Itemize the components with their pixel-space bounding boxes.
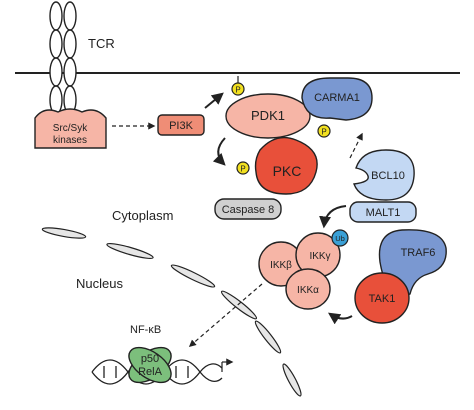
carma1-phospho-label: P bbox=[321, 128, 326, 137]
pdk1-shape bbox=[225, 93, 311, 139]
ikk-complex: IKKβ IKKγ IKKα Ub bbox=[258, 229, 349, 310]
tak1-shape bbox=[354, 272, 410, 324]
src-syk-label-line1: Src/Syk bbox=[53, 123, 88, 134]
tcr-receptor bbox=[49, 1, 77, 115]
pkc-shape bbox=[254, 136, 318, 195]
p50-label: p50 bbox=[141, 353, 159, 365]
tak1-label: TAK1 bbox=[369, 293, 396, 305]
caspase8-label: Caspase 8 bbox=[222, 204, 275, 216]
arrow-malt1-to-ikk bbox=[319, 205, 347, 229]
arrow-bcl10-to-carma1 bbox=[349, 132, 363, 159]
pkc-label: PKC bbox=[273, 163, 302, 179]
pdk1-label: PDK1 bbox=[251, 108, 285, 123]
src-syk-label-line2: kinases bbox=[53, 135, 87, 146]
bcl10-shape bbox=[353, 149, 415, 201]
pkc-phospho-icon bbox=[236, 161, 250, 175]
malt1-label: MALT1 bbox=[366, 207, 401, 219]
nucleus-label: Nucleus bbox=[76, 276, 123, 291]
ikk-gamma-label: IKKγ bbox=[309, 251, 330, 262]
pi3k-label: PI3K bbox=[169, 120, 194, 132]
src-syk-kinases-shape bbox=[34, 108, 107, 149]
bcl10-label: BCL10 bbox=[371, 170, 405, 182]
pkc-phospho-label: P bbox=[240, 165, 245, 174]
caspase8-box bbox=[214, 198, 282, 220]
malt1-box bbox=[349, 201, 417, 223]
arrow-pdk1-to-pkc bbox=[212, 137, 226, 166]
pi3k-box bbox=[157, 114, 205, 136]
nfkb-subunit-front-shape bbox=[128, 346, 172, 384]
ikk-beta-label: IKKβ bbox=[270, 260, 292, 271]
traf6-label: TRAF6 bbox=[401, 247, 436, 259]
pdk1-phospho-label: P bbox=[235, 86, 240, 95]
tcr-label: TCR bbox=[88, 36, 115, 51]
nuclear-envelope bbox=[41, 227, 302, 397]
carma1-label: CARMA1 bbox=[314, 92, 360, 104]
ubiquitin-icon bbox=[331, 229, 349, 247]
cytoplasm-label: Cytoplasm bbox=[112, 208, 173, 223]
ikk-alpha-shape bbox=[285, 268, 331, 310]
nfkb-label: NF-κB bbox=[130, 324, 161, 336]
pdk1-phospho-icon bbox=[231, 82, 245, 96]
rela-label: RelA bbox=[138, 366, 163, 378]
arrow-tak1-to-ikk bbox=[328, 312, 353, 325]
ubiquitin-label: Ub bbox=[335, 234, 345, 243]
carma1-phospho-icon bbox=[317, 124, 331, 138]
ikk-alpha-label: IKKα bbox=[297, 285, 319, 296]
carma1-shape bbox=[301, 77, 373, 121]
arrow-pi3k-to-pdk1 bbox=[204, 92, 224, 109]
arrow-ikk-to-nfkb bbox=[188, 283, 263, 347]
